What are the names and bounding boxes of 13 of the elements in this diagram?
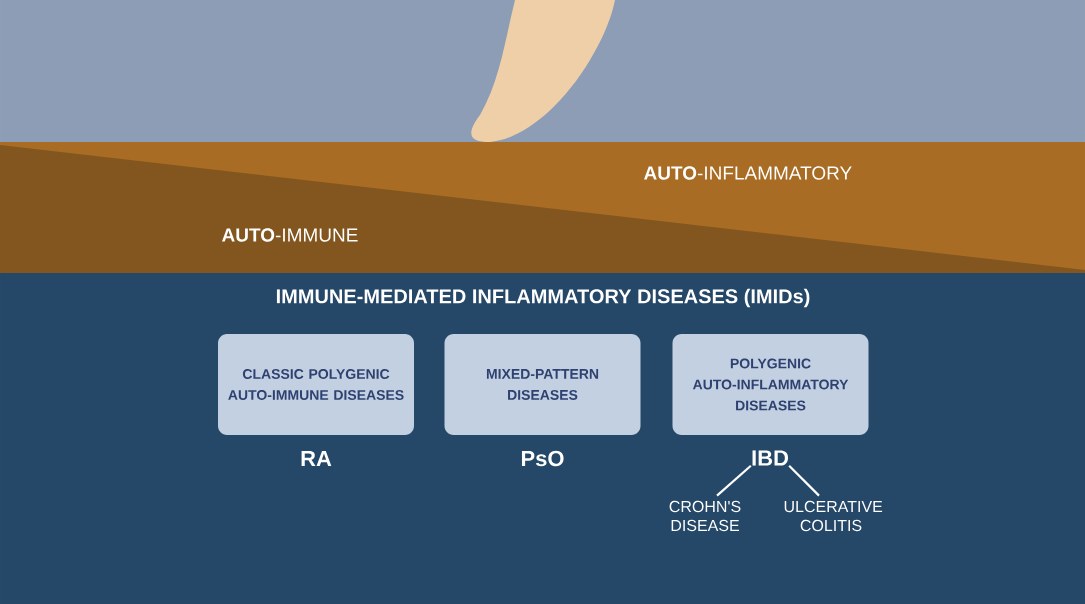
branch-line bbox=[716, 464, 752, 497]
disease-abbreviation: RA bbox=[301, 450, 332, 467]
category-box: MIXED-PATTERN DISEASES bbox=[444, 334, 641, 435]
branch-line bbox=[788, 465, 820, 497]
band-label: AUTO-IMMUNE bbox=[222, 228, 358, 242]
disease-abbreviation: IBD bbox=[752, 450, 788, 466]
disease-abbreviation: PsO bbox=[521, 450, 564, 467]
disease-name: ULCERATIVE COLITIS bbox=[784, 500, 883, 532]
band-label: AUTO-INFLAMMATORY bbox=[644, 166, 852, 180]
title: IMMUNE-MEDIATED INFLAMMATORY DISEASES (IMIDs) bbox=[276, 288, 810, 308]
category-box: CLASSIC POLYGENIC AUTO-IMMUNE DISEASES bbox=[218, 334, 414, 435]
disease-name: CROHN'S DISEASE bbox=[669, 500, 741, 532]
category-box: POLYGENIC AUTO-INFLAMMATORY DISEASES bbox=[672, 334, 869, 435]
